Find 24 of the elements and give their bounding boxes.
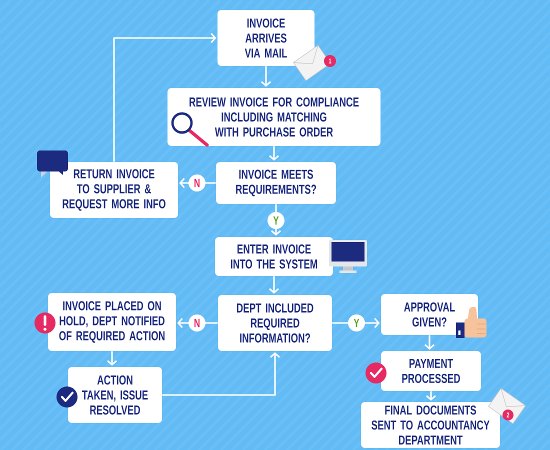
edge-label: N [188,174,206,192]
arrow [162,352,280,396]
decision-box: DEPT INCLUDED REQUIRED INFORMATION? [218,295,332,351]
process-box: ACTION TAKEN, ISSUE RESOLVED [68,367,162,423]
process-box: INVOICE ARRIVES VIA MAIL [218,10,314,66]
process-box: PAYMENT PROCESSED [381,351,481,391]
arrow [113,32,216,162]
edge-label: Y [348,314,365,332]
process-box: INVOICE PLACED ON HOLD, DEPT NOTIFIED OF REQUIRED ACTION [48,293,176,351]
process-box: FINAL DOCUMENTS SENT TO ACCOUNTANCY DEPARTMENT [361,402,500,448]
arrow [179,178,216,188]
arrow [268,146,280,161]
arrow [268,276,280,294]
process-box: ENTER INVOICE INTO THE SYSTEM [215,237,333,276]
process-box: RETURN INVOICE TO SUPPLIER & REQUEST MORE INFO [50,162,178,218]
arrow [424,335,435,350]
edge-label: Y [268,212,284,229]
arrow [177,318,218,328]
decision-box: INVOICE MEETS REQUIREMENTS? [216,162,336,204]
arrow [260,66,272,87]
process-box: REVIEW INVOICE FOR COMPLIANCE INCLUDING MATCHING WITH PURCHASE ORDER [168,88,380,146]
edge-label: N [188,314,206,332]
arrow [332,318,380,328]
arrow [106,351,118,366]
